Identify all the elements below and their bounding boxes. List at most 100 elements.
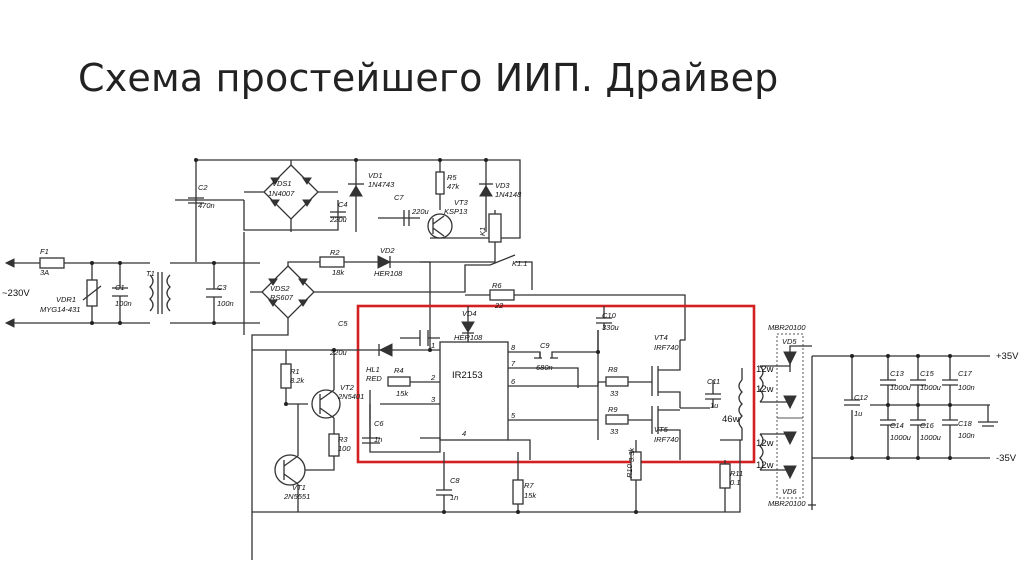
label-r4: R4 xyxy=(394,366,404,375)
label-vd5-value: MBR20100 xyxy=(768,323,806,332)
label-c8: C8 xyxy=(450,476,460,485)
capacitor-c6 xyxy=(362,437,380,444)
label-vd6-value: MBR20100 xyxy=(768,499,806,508)
ic-pin-7: 7 xyxy=(511,359,516,368)
label-r11-value: 0.1 xyxy=(730,478,740,487)
label-positive-output: +35V xyxy=(996,351,1019,362)
label-12w-c: 12w xyxy=(756,438,774,449)
transistor-vt3 xyxy=(427,213,453,239)
resistor-r9 xyxy=(605,414,629,425)
ic-name: IR2153 xyxy=(452,370,483,381)
label-c2-value: 470n xyxy=(198,201,215,210)
transistor-vt2 xyxy=(311,350,341,434)
ic-pin-5: 5 xyxy=(511,411,516,420)
diode-vd2 xyxy=(377,255,392,269)
label-vd5: VD5 xyxy=(782,337,797,346)
label-vt5-value: IRF740 xyxy=(654,435,679,444)
ic-ir2153 xyxy=(439,341,509,441)
label-r5: R5 xyxy=(447,173,457,182)
relay-k1 xyxy=(488,213,502,243)
driver-section xyxy=(252,304,756,464)
bridge-vds2 xyxy=(250,265,340,319)
label-r8: R8 xyxy=(608,365,618,374)
label-c18: C18 xyxy=(958,419,973,428)
label-c16: C16 xyxy=(920,421,935,430)
label-c7-value: 220u xyxy=(411,207,430,216)
label-hl1-value: RED xyxy=(366,374,382,383)
label-k11: K1.1 xyxy=(512,259,527,268)
label-f1-value: 3A xyxy=(40,268,49,277)
label-c1: C1 xyxy=(115,283,125,292)
label-c6-value: 1n xyxy=(374,435,382,444)
resistor-r5 xyxy=(435,171,445,195)
label-mains: ~230V xyxy=(2,288,30,299)
label-c11: C11 xyxy=(707,377,720,386)
label-r1-value: 8.2k xyxy=(290,376,305,385)
diode-vd4 xyxy=(461,321,475,333)
label-vds1-value: 1N4007 xyxy=(268,189,295,198)
label-vt2-value: 2N5401 xyxy=(337,392,364,401)
label-vdr1: VDR1 xyxy=(56,295,76,304)
label-r2: R2 xyxy=(330,248,340,257)
label-c13: C13 xyxy=(890,369,905,378)
diode-vd6-a xyxy=(783,431,797,446)
ic-pin-4: 4 xyxy=(462,429,466,438)
fuse-f1 xyxy=(39,257,65,269)
label-c4: C4 xyxy=(338,200,348,209)
capacitor-c7 xyxy=(403,210,410,226)
diode-vd3 xyxy=(479,183,493,197)
label-vd3-value: 1N4148 xyxy=(495,190,522,199)
label-vds2: VDS2 xyxy=(270,284,290,293)
ic-labels: IR2153 1 2 3 4 5 6 7 8 xyxy=(430,341,516,438)
resistor-r7 xyxy=(512,479,524,505)
label-c8-value: 1n xyxy=(450,493,458,502)
label-c17-value: 100n xyxy=(958,383,975,392)
resistor-r6 xyxy=(489,289,515,301)
label-c4-value: 220u xyxy=(329,215,348,224)
label-f1: F1 xyxy=(40,247,49,256)
label-negative-output: -35V xyxy=(996,453,1017,464)
label-r10-value: 3.3k xyxy=(627,447,636,462)
ic-pin-6: 6 xyxy=(511,377,516,386)
label-r9-value: 33 xyxy=(610,427,619,436)
label-c3: C3 xyxy=(217,283,227,292)
ic-pin-1: 1 xyxy=(431,341,435,350)
label-c10: C10 xyxy=(602,311,617,320)
capacitor-c5 xyxy=(419,330,429,346)
label-r7: R7 xyxy=(524,481,534,490)
label-vt1: VT1 xyxy=(292,483,306,492)
label-vt4-value: IRF740 xyxy=(654,343,679,352)
label-vt1-value: 2N5551 xyxy=(283,492,310,501)
label-12w-a: 12w xyxy=(756,364,774,375)
label-r11: R11 xyxy=(730,469,743,478)
label-c11-value: 1u xyxy=(710,401,719,410)
label-vt3-value: KSP13 xyxy=(444,207,468,216)
label-c18-value: 100n xyxy=(958,431,975,440)
label-r10: R10 xyxy=(625,463,634,478)
transformer-output-primary xyxy=(720,368,743,441)
capacitor-c12 xyxy=(844,399,860,406)
label-c14-value: 1000u xyxy=(890,433,912,442)
ic-pin-3: 3 xyxy=(431,395,436,404)
diode-vd6-b xyxy=(783,465,797,480)
bridge-vds1 xyxy=(244,160,338,232)
resistor-r2 xyxy=(319,256,345,268)
label-c1-value: 100n xyxy=(115,299,132,308)
label-c2: C2 xyxy=(198,183,208,192)
label-r6-value: 22 xyxy=(494,301,504,310)
resistor-r11 xyxy=(719,463,731,489)
label-c3-value: 100n xyxy=(217,299,234,308)
label-vd2-value: HER108 xyxy=(374,269,403,278)
output-section xyxy=(759,333,998,510)
mains-input-section xyxy=(4,254,686,560)
label-c12: C12 xyxy=(854,393,869,402)
label-r9: R9 xyxy=(608,405,618,414)
transistor-vt1 xyxy=(274,404,306,512)
label-vds1: VDS1 xyxy=(272,179,292,188)
label-r7-value: 15k xyxy=(524,491,537,500)
label-r3-value: 100 xyxy=(338,444,351,453)
resistor-r4 xyxy=(387,376,411,387)
aux-supply-section xyxy=(175,159,521,335)
label-vd1-value: 1N4743 xyxy=(368,180,395,189)
